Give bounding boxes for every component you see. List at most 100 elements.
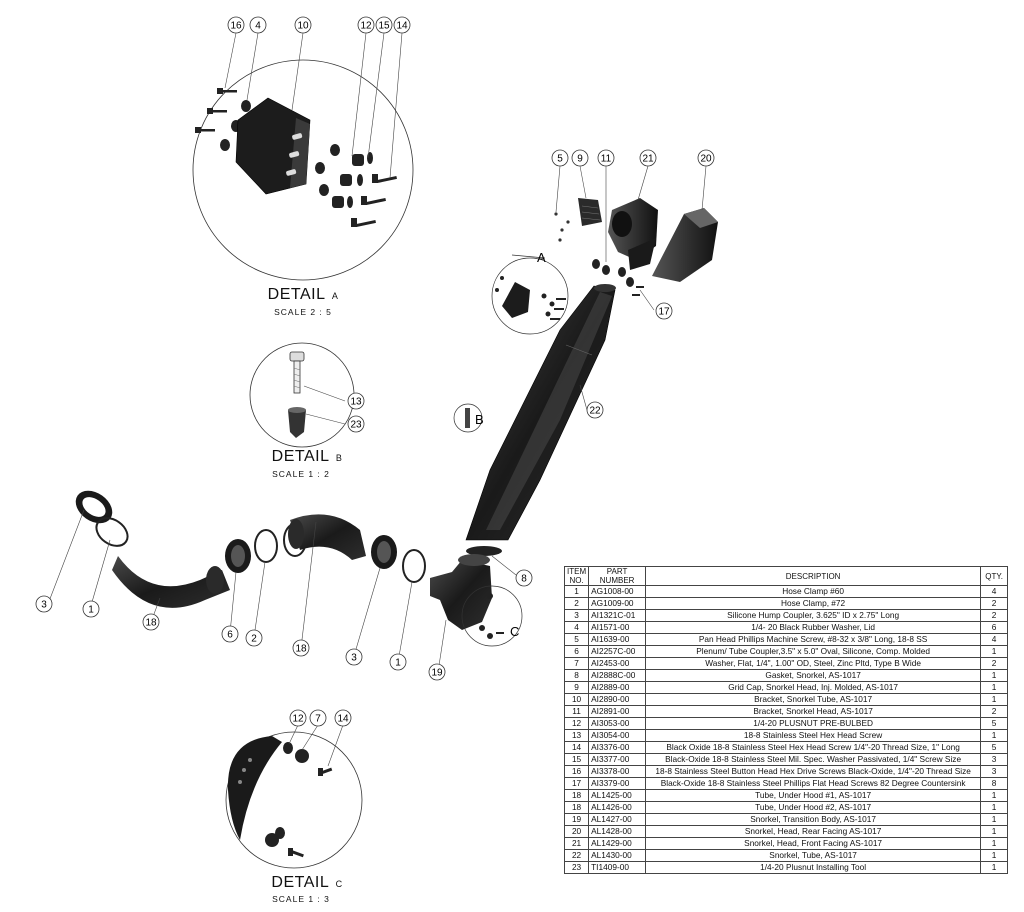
balloon-circle [309,709,327,727]
bom-cell-qty: 1 [980,645,1009,658]
bom-cell-part: TI1409-00 [588,861,647,874]
bom-cell-part: AI3376-00 [588,741,647,754]
detail-a-scale: SCALE 2 : 5 [274,307,332,317]
balloon-circle [245,629,263,647]
bom-cell-item: 18 [563,789,590,802]
balloon-circle [586,401,604,419]
bom-cell-part: AI2891-00 [588,705,647,718]
bom-cell-desc: Gasket, Snorkel, AS-1017 [645,669,982,682]
bom-cell-desc: Tube, Under Hood #1, AS-1017 [645,789,982,802]
balloon-circle [227,16,245,34]
balloon-number: 22 [589,406,601,417]
bom-cell-item: 15 [563,753,590,766]
bom-cell-item: 17 [563,777,590,790]
bom-header-desc: DESCRIPTION [645,566,982,586]
bom-cell-part: AI2453-00 [588,657,647,670]
balloon-number: 17 [658,307,670,318]
bom-cell-qty: 2 [980,609,1009,622]
balloon-circle [393,16,411,34]
balloon-number: 23 [350,420,362,431]
balloon-circle [375,16,393,34]
balloon-number: 19 [431,668,443,679]
bom-cell-part: AI1321C-01 [588,609,647,622]
bom-cell-item: 9 [563,681,590,694]
bom-cell-desc: 1/4-20 Plusnut Installing Tool [645,861,982,874]
balloon-number: 13 [350,397,362,408]
balloon-circle [597,149,615,167]
bom-cell-qty: 1 [980,837,1009,850]
bom-cell-qty: 1 [980,849,1009,862]
view-letter-b: B [475,412,484,427]
detail-b-scale: SCALE 1 : 2 [272,469,330,479]
bom-cell-item: 5 [563,633,590,646]
bom-cell-item: 6 [563,645,590,658]
view-b-callout [453,403,483,433]
detail-c-title: DETAIL C [262,874,352,892]
balloon-number: 3 [351,653,357,664]
bom-cell-item: 20 [563,825,590,838]
bom-cell-desc: 1/4- 20 Black Rubber Washer, Lid [645,621,982,634]
balloon-number: 6 [227,630,233,641]
balloon-number: 10 [297,21,309,32]
balloon-number: 2 [251,634,257,645]
head-bracket-hardware [592,259,644,296]
bom-cell-part: AI3053-00 [588,717,647,730]
bom-cell-part: AI2257C-00 [588,645,647,658]
bom-header-item: ITEM NO. [563,566,590,586]
screw-cluster-5 [554,212,570,242]
bom-header-part: PART NUMBER [588,566,647,586]
detail-a-label: DETAIL [267,286,325,303]
balloon-circle [289,709,307,727]
bom-cell-desc: 18-8 Stainless Steel Button Head Hex Dri… [645,765,982,778]
bom-cell-qty: 1 [980,813,1009,826]
detail-b-view [249,342,355,448]
balloon-circle [82,600,100,618]
balloon-circle [347,392,365,410]
front-facing-head [608,198,658,270]
balloon-circle [357,16,375,34]
leader-lines [47,165,707,673]
balloon-circle [221,625,239,643]
bom-cell-desc: Grid Cap, Snorkel Head, Inj. Molded, AS-… [645,681,982,694]
balloon-circle [697,149,715,167]
bom-cell-qty: 1 [980,669,1009,682]
detail-c-label: DETAIL [271,874,329,891]
balloon-number: 5 [557,154,563,165]
bom-cell-part: AI2888C-00 [588,669,647,682]
bom-cell-qty: 1 [980,693,1009,706]
balloon-number: 12 [292,714,304,725]
balloon-number: 3 [41,600,47,611]
bom-cell-item: 18 [563,801,590,814]
bom-cell-item: 8 [563,669,590,682]
balloon-circle [389,653,407,671]
detail-c-letter: C [335,879,343,889]
bom-cell-item: 4 [563,621,590,634]
bom-cell-item: 22 [563,849,590,862]
bom-cell-part: AI2889-00 [588,681,647,694]
bom-cell-desc: Black-Oxide 18-8 Stainless Steel Phillip… [645,777,982,790]
balloon-number: 1 [395,658,401,669]
bom-cell-item: 19 [563,813,590,826]
balloon-circle [428,663,446,681]
detail-c-scale: SCALE 1 : 3 [272,894,330,904]
bom-cell-desc: Silicone Hump Coupler, 3.625" ID x 2.75"… [645,609,982,622]
bom-header-row: ITEM NO. PART NUMBER DESCRIPTION QTY. [563,566,1009,586]
bom-cell-desc: Snorkel, Tube, AS-1017 [645,849,982,862]
bom-cell-desc: 18-8 Stainless Steel Hex Head Screw [645,729,982,742]
bom-cell-qty: 3 [980,765,1009,778]
